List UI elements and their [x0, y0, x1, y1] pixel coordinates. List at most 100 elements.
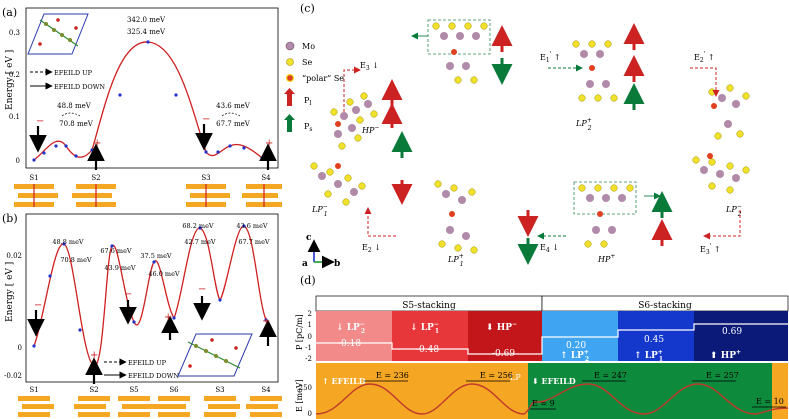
transition-arrow — [364, 207, 396, 237]
ylabel-e: E [meV] — [295, 379, 304, 412]
panel-a-barrier-label: 325.4 meV — [127, 28, 166, 36]
panel-a-xtick: S4 — [261, 174, 271, 182]
block-value: -0.69 — [492, 349, 515, 359]
ytick-e: 0 — [308, 410, 312, 418]
panel-b-sign: − — [198, 284, 206, 295]
ytick-p: 0 — [308, 333, 312, 341]
ps-arrow-icon — [287, 118, 292, 132]
panel-b-barrier-label: 43.9 meV — [104, 264, 136, 272]
panel-a-ylabel: Energy [ eV ] — [5, 50, 15, 110]
block-label: ⬇ HP− — [486, 321, 517, 333]
panel-a-sign: + — [93, 138, 101, 149]
panel-a-sign: − — [202, 114, 210, 125]
axis-c-label: c — [306, 233, 312, 243]
panel-b-legend-up: EFEILD UP — [128, 359, 167, 367]
label-hp-plus: HP+ — [597, 253, 615, 264]
panel-a-path-arrow — [61, 112, 81, 117]
panel-a-xtick: S2 — [91, 174, 100, 182]
axis-a-label: a — [302, 259, 308, 269]
block-lp1-plus — [618, 311, 694, 361]
panel-b-inset-cell — [177, 333, 253, 377]
barrier-label: E = 9 — [532, 399, 555, 408]
panel-b-frame — [25, 213, 279, 383]
panel-a-ytick: 0.2 — [9, 71, 20, 79]
structure-hp-minus — [330, 92, 378, 150]
se-atom-icon — [286, 58, 294, 66]
mo-atom-icon — [285, 41, 295, 51]
label-lp1-plus: LP−2 — [725, 203, 742, 218]
barrier-label: E = 247 — [594, 371, 627, 380]
panel-b-barrier-label: 67.6 meV — [100, 247, 132, 255]
panel-b-barrier-label: 37.5 meV — [140, 252, 172, 260]
pl-arrow-icon — [287, 92, 292, 106]
panel-b-barrier-label: 43.6 meV — [236, 222, 268, 230]
structure-lp1-plus — [692, 153, 750, 194]
s5-header-label: S5-stacking — [402, 301, 456, 311]
panel-b-xtick: S4 — [261, 386, 271, 394]
block-lp2-minus — [316, 311, 392, 361]
polar-se-atom-icon — [285, 73, 295, 83]
structure-lp1-minus — [310, 162, 366, 206]
panel-b-barrier-label: 48.8 meV — [52, 238, 84, 246]
energy-strip-s6 — [528, 363, 772, 419]
block-value: -0.18 — [338, 339, 361, 349]
barrier-label: E = 236 — [376, 371, 409, 380]
panel-d: (d) S5-stacking S6-stacking ↓ LP−2 -0.18… — [295, 274, 789, 419]
block-value: 0.69 — [722, 327, 742, 337]
structure-right-top — [708, 84, 750, 140]
energy-strip-end — [772, 363, 788, 419]
transition-arrow — [690, 67, 720, 97]
label-lp2-minus: LP+1 — [447, 253, 464, 268]
lp-label: LP — [510, 373, 521, 382]
label-lp2-plus: LP+2 — [575, 117, 592, 132]
label-hp-minus: HP− — [361, 124, 379, 135]
legend-mo: Mo — [302, 42, 315, 51]
panel-c-label: (c) — [300, 2, 315, 15]
panel-b: (b) Energy [ eV ] 0 0.02 -0.02 48.8 meV … — [2, 212, 282, 417]
legend-ps: Ps — [304, 122, 312, 133]
structure-top-center — [432, 22, 488, 84]
block-value: 0.20 — [566, 341, 586, 351]
panel-b-xtick: S1 — [29, 386, 38, 394]
panel-b-xtick: S5 — [129, 386, 138, 394]
block-hp-minus — [468, 311, 542, 361]
block-label: ⬆ HP+ — [710, 349, 741, 361]
label-lp1-minus: LP−1 — [311, 203, 328, 218]
panel-b-barrier-label: 70.8 meV — [60, 256, 92, 264]
e2-prime-label: E2' ↑ — [694, 51, 715, 64]
transition-arrow — [343, 66, 361, 112]
panel-a-xtick: S3 — [201, 174, 210, 182]
panel-a-stacking-marks — [33, 184, 265, 207]
panel-a-sign: − — [36, 116, 44, 127]
panel-a-barrier-label: 43.6 meV — [216, 102, 251, 110]
panel-a-energy-curve — [33, 41, 263, 161]
axis-b-label: b — [334, 259, 340, 269]
ylabel-p: P [pC/m] — [295, 314, 304, 350]
selection-box — [427, 19, 491, 55]
e3-label: E3 ↓ — [360, 61, 379, 72]
panel-b-sign: + — [262, 316, 270, 327]
structure-hp-plus — [578, 184, 634, 248]
panel-b-barrier-label: 42.7 meV — [184, 238, 216, 246]
panel-a-legend-down: EFEILD DOWN — [54, 83, 105, 91]
legend-polar-se: “polar” Se — [302, 74, 344, 83]
ytick-p: 1 — [308, 321, 312, 329]
panel-a-legend-up: EFEILD UP — [54, 69, 93, 77]
energy-strip-s5 — [316, 363, 528, 419]
panel-a-ytick: 0.1 — [9, 113, 20, 121]
panel-b-sign: + — [164, 312, 172, 323]
panel-a-stacking-bars — [14, 184, 282, 207]
panel-a-label: (a) — [2, 6, 17, 19]
panel-b-ytick: -0.02 — [4, 372, 22, 380]
panel-b-label: (b) — [2, 212, 18, 225]
panel-a-barrier-label: 342.0 meV — [127, 16, 166, 24]
panel-d-label: (d) — [300, 274, 316, 287]
panel-b-sign: + — [90, 350, 98, 361]
panel-a-inset-cell — [27, 13, 89, 55]
block-lp2-plus — [542, 311, 618, 361]
barrier-label: E = 257 — [706, 371, 739, 380]
panel-b-barrier-label: 67.7 meV — [238, 238, 270, 246]
panel-b-ytick: 0 — [18, 344, 22, 352]
s6-header-label: S6-stacking — [638, 301, 692, 311]
barrier-label: E = 256 — [480, 371, 513, 380]
